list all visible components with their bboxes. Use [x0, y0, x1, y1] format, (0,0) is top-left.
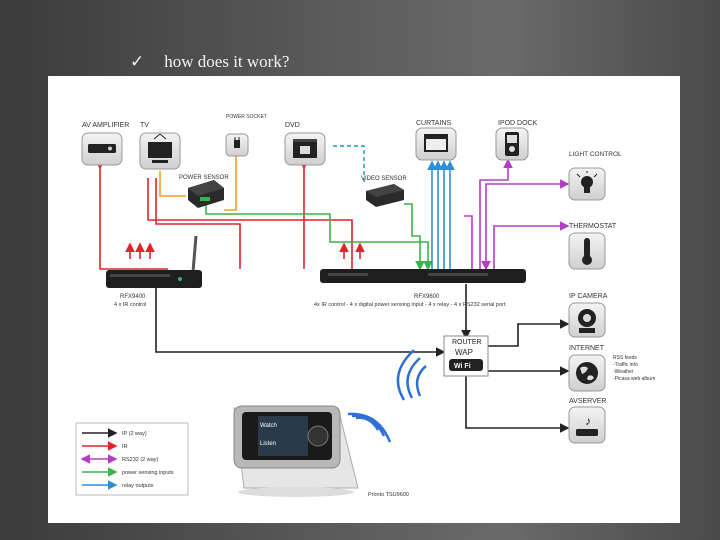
dvd-icon	[284, 132, 326, 166]
rs232-line-extra	[464, 215, 473, 269]
label-video-sensor: VIDEO SENSOR	[361, 176, 407, 182]
legend-label: IP (2 way)	[122, 431, 147, 437]
avserver-icon: ♪	[568, 406, 606, 444]
internet-items-list: RSS feeds -Traffic info -Weather -Picasa…	[613, 355, 655, 382]
rfx9600-device	[320, 269, 526, 283]
power-wire-tv	[159, 171, 186, 197]
diagram-panel: AV AMPLIFIER TV POWER SOCKET DVD CURTAIN…	[48, 76, 680, 523]
label-pronto-caption: Pronto TSU9600	[368, 492, 409, 498]
label-power-socket: POWER SOCKET	[226, 114, 267, 120]
label-ip-camera: IP CAMERA	[569, 293, 608, 300]
video-sensor-device	[366, 184, 404, 207]
label-internet: INTERNET	[569, 345, 605, 352]
label-router: ROUTER	[452, 339, 482, 346]
label-power-sensor: POWER SENSOR	[179, 175, 229, 181]
legend: IP (2 way) IR RS232 (2 way) power sensing i…	[75, 422, 189, 496]
legend-label: IR	[122, 444, 128, 450]
ip-line-avserver	[465, 376, 570, 433]
power-wire-socket	[224, 156, 237, 211]
pronto-screen-listen: Listen	[260, 441, 276, 447]
pronto-screen-watch: Watch	[260, 423, 277, 429]
label-rfx9400-name: RFX9400	[120, 294, 146, 300]
ip-line-camera	[488, 319, 570, 347]
svg-text:♪: ♪	[585, 414, 591, 428]
label-curtains: CURTAINS	[416, 120, 451, 127]
label-thermostat: THERMOSTAT	[569, 223, 617, 230]
legend-label: power sensing inputs	[122, 470, 174, 476]
av-amplifier-icon	[81, 132, 123, 166]
ip-camera-icon	[568, 302, 606, 338]
label-av-amplifier: AV AMPLIFIER	[82, 122, 129, 129]
legend-label: RS232 (2 way)	[122, 457, 159, 463]
checkmark-bullet-icon: ✓	[130, 52, 145, 72]
label-dvd: DVD	[285, 122, 300, 129]
label-rfx9600-desc: 4x IR control - 4 x digital power sensin…	[314, 302, 506, 308]
wifi-waves-icon	[347, 349, 427, 443]
internet-item: -Weather	[613, 369, 634, 375]
legend-label: relay outputs	[122, 483, 154, 489]
video-sensor-dashed-line	[333, 145, 365, 184]
power-sensor-device	[188, 180, 224, 208]
light-control-icon	[568, 167, 606, 201]
pronto-remote-device: Watch Listen	[233, 405, 359, 497]
label-ipod-dock: IPOD DOCK	[498, 120, 538, 127]
label-light-control: LIGHT CONTROL	[569, 151, 622, 158]
router-wap-device	[443, 335, 489, 377]
ir-line-tv-2	[147, 178, 353, 269]
ipod-dock-icon	[495, 127, 529, 161]
connections	[95, 145, 570, 433]
label-wifi: Wi Fi	[454, 363, 471, 370]
rs232-line-thermostat	[493, 221, 570, 269]
label-rfx9600-name: RFX9600	[414, 294, 440, 300]
internet-item: -Traffic info	[613, 362, 638, 368]
curtains-icon	[415, 127, 457, 161]
rfx9400-device	[106, 235, 202, 288]
label-avserver: AVSERVER	[569, 398, 606, 405]
power-socket-icon	[225, 133, 249, 157]
home-automation-diagram: AV AMPLIFIER TV POWER SOCKET DVD CURTAIN…	[75, 114, 655, 498]
internet-item: RSS feeds	[613, 355, 637, 361]
rs232-line-light	[481, 179, 570, 271]
label-rfx9400-desc: 4 x IR control	[114, 302, 146, 308]
power-sensing-line	[205, 204, 433, 271]
label-tv: TV	[140, 122, 149, 129]
label-wap: WAP	[455, 348, 473, 357]
ir-line-tv	[155, 178, 241, 269]
slide-title: how does it work?	[164, 52, 290, 71]
internet-item: -Picasa web album	[613, 376, 655, 382]
tv-icon	[139, 132, 181, 170]
ip-line-rfx9400-router	[155, 284, 446, 357]
thermostat-icon	[568, 232, 606, 270]
internet-globe-icon	[568, 354, 606, 392]
video-sensing-line	[404, 203, 425, 271]
slide-heading: ✓ how does it work?	[130, 52, 289, 72]
ir-line-av-amplifier	[95, 160, 168, 270]
